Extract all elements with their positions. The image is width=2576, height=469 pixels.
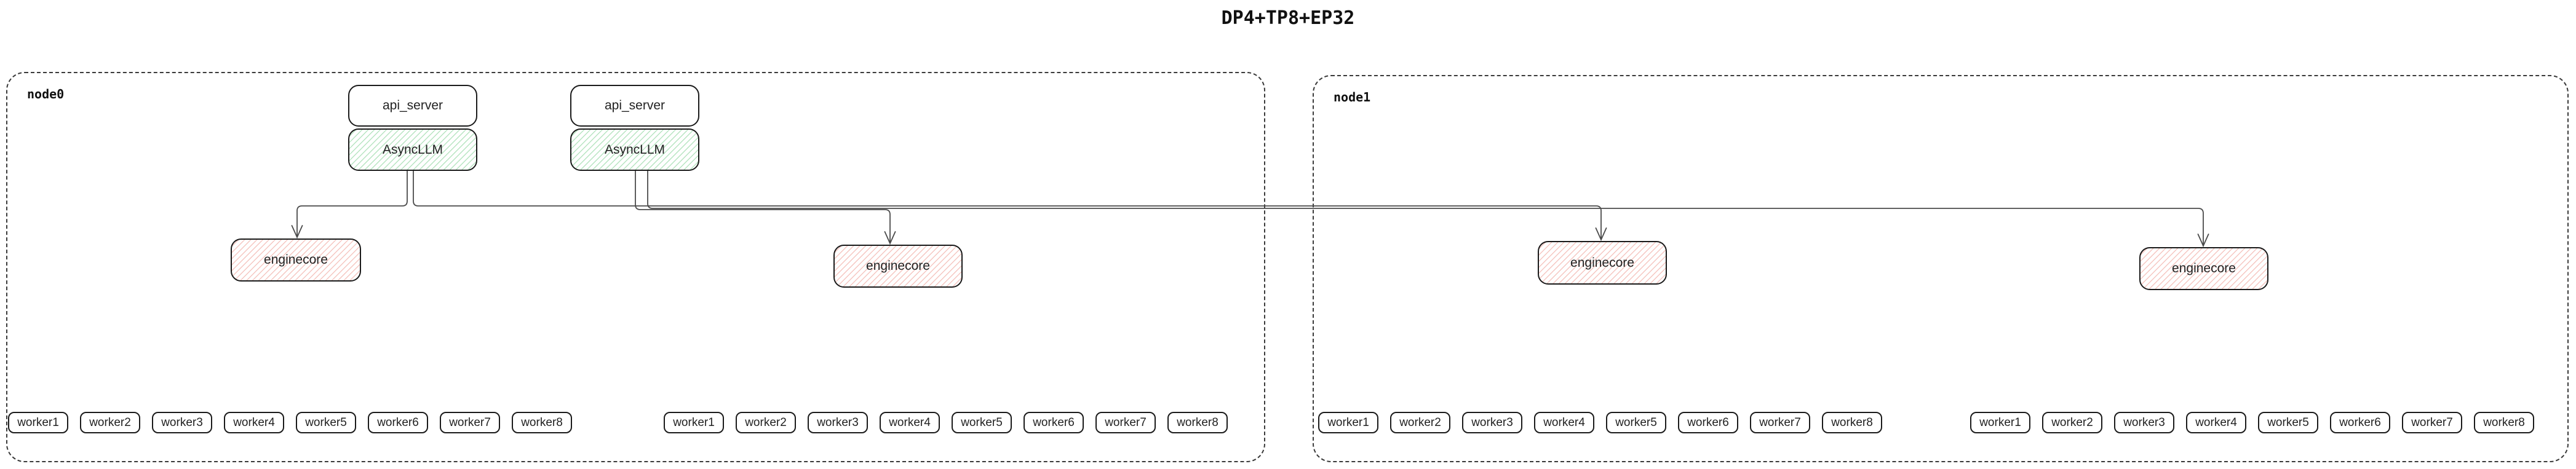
node0-container: node0 — [6, 72, 1265, 462]
enginecore-box-node1-2: enginecore — [2139, 247, 2268, 290]
worker-box: worker2 — [1390, 412, 1450, 433]
enginecore-label-node1-1: enginecore — [1570, 255, 1634, 270]
worker-box: worker8 — [512, 412, 572, 433]
worker-box: worker3 — [152, 412, 212, 433]
worker-box: worker5 — [1606, 412, 1666, 433]
worker-box: worker4 — [1534, 412, 1594, 433]
worker-box: worker3 — [1462, 412, 1522, 433]
worker-box: worker6 — [1024, 412, 1084, 433]
asyncllm-box-1: AsyncLLM — [348, 128, 477, 171]
worker-box: worker6 — [1678, 412, 1738, 433]
worker-row-node1-2: worker1 worker2 worker3 worker4 worker5 … — [1970, 412, 2534, 433]
worker-box: worker1 — [1970, 412, 2030, 433]
api-server-box-2: api_server — [570, 85, 699, 127]
enginecore-box-node0-1: enginecore — [231, 238, 361, 282]
worker-box: worker5 — [296, 412, 356, 433]
worker-box: worker2 — [2042, 412, 2102, 433]
worker-row-node0-2: worker1 worker2 worker3 worker4 worker5 … — [664, 412, 1228, 433]
enginecore-label-node0-2: enginecore — [866, 259, 930, 273]
asyncllm-box-2: AsyncLLM — [570, 128, 699, 171]
worker-box: worker4 — [2186, 412, 2246, 433]
worker-row-node1-1: worker1 worker2 worker3 worker4 worker5 … — [1318, 412, 1882, 433]
worker-box: worker8 — [2474, 412, 2534, 433]
worker-box: worker6 — [368, 412, 428, 433]
worker-box: worker8 — [1822, 412, 1882, 433]
worker-box: worker3 — [2114, 412, 2174, 433]
api-server-label-2: api_server — [604, 98, 666, 112]
worker-box: worker4 — [224, 412, 284, 433]
worker-box: worker5 — [2258, 412, 2318, 433]
api-server-label-1: api_server — [382, 98, 443, 112]
worker-row-node0-1: worker1 worker2 worker3 worker4 worker5 … — [8, 412, 572, 433]
worker-box: worker3 — [808, 412, 868, 433]
worker-box: worker7 — [440, 412, 500, 433]
asyncllm-label-2: AsyncLLM — [604, 142, 666, 157]
diagram-title: DP4+TP8+EP32 — [1221, 7, 1355, 29]
worker-box: worker2 — [80, 412, 140, 433]
worker-box: worker1 — [664, 412, 724, 433]
node0-label: node0 — [27, 87, 65, 101]
node1-container: node1 — [1313, 75, 2569, 462]
worker-box: worker1 — [8, 412, 68, 433]
enginecore-box-node1-1: enginecore — [1538, 241, 1667, 285]
worker-box: worker7 — [1095, 412, 1156, 433]
enginecore-box-node0-2: enginecore — [833, 245, 963, 288]
api-server-box-1: api_server — [348, 85, 477, 127]
node1-label: node1 — [1334, 90, 1371, 104]
worker-box: worker5 — [952, 412, 1012, 433]
worker-box: worker1 — [1318, 412, 1378, 433]
worker-box: worker2 — [736, 412, 796, 433]
enginecore-label-node1-2: enginecore — [2172, 261, 2236, 275]
worker-box: worker6 — [2330, 412, 2390, 433]
worker-box: worker4 — [880, 412, 940, 433]
worker-box: worker7 — [2402, 412, 2462, 433]
enginecore-label-node0-1: enginecore — [264, 253, 328, 267]
worker-box: worker8 — [1167, 412, 1228, 433]
asyncllm-label-1: AsyncLLM — [382, 142, 443, 157]
worker-box: worker7 — [1750, 412, 1810, 433]
